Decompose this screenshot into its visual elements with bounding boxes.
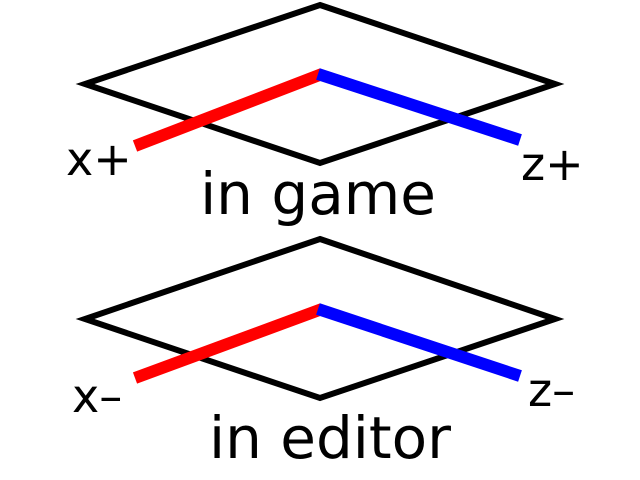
editor-plane-outline bbox=[75, 235, 565, 402]
game-plane-outline bbox=[75, 1, 565, 167]
panel-in-game: x+ z+ in game bbox=[66, 1, 584, 228]
editor-x-axis-label: x– bbox=[72, 369, 122, 423]
editor-x-axis bbox=[132, 303, 325, 384]
panel-in-editor: x– z– in editor bbox=[72, 235, 575, 472]
editor-z-axis bbox=[316, 303, 522, 382]
game-caption: in game bbox=[200, 160, 436, 228]
editor-caption: in editor bbox=[209, 404, 451, 472]
game-z-axis-label: z+ bbox=[521, 137, 584, 191]
editor-z-axis-label: z– bbox=[528, 363, 575, 417]
game-x-axis bbox=[132, 68, 325, 152]
game-z-axis bbox=[316, 68, 522, 146]
game-x-axis-label: x+ bbox=[66, 132, 132, 186]
